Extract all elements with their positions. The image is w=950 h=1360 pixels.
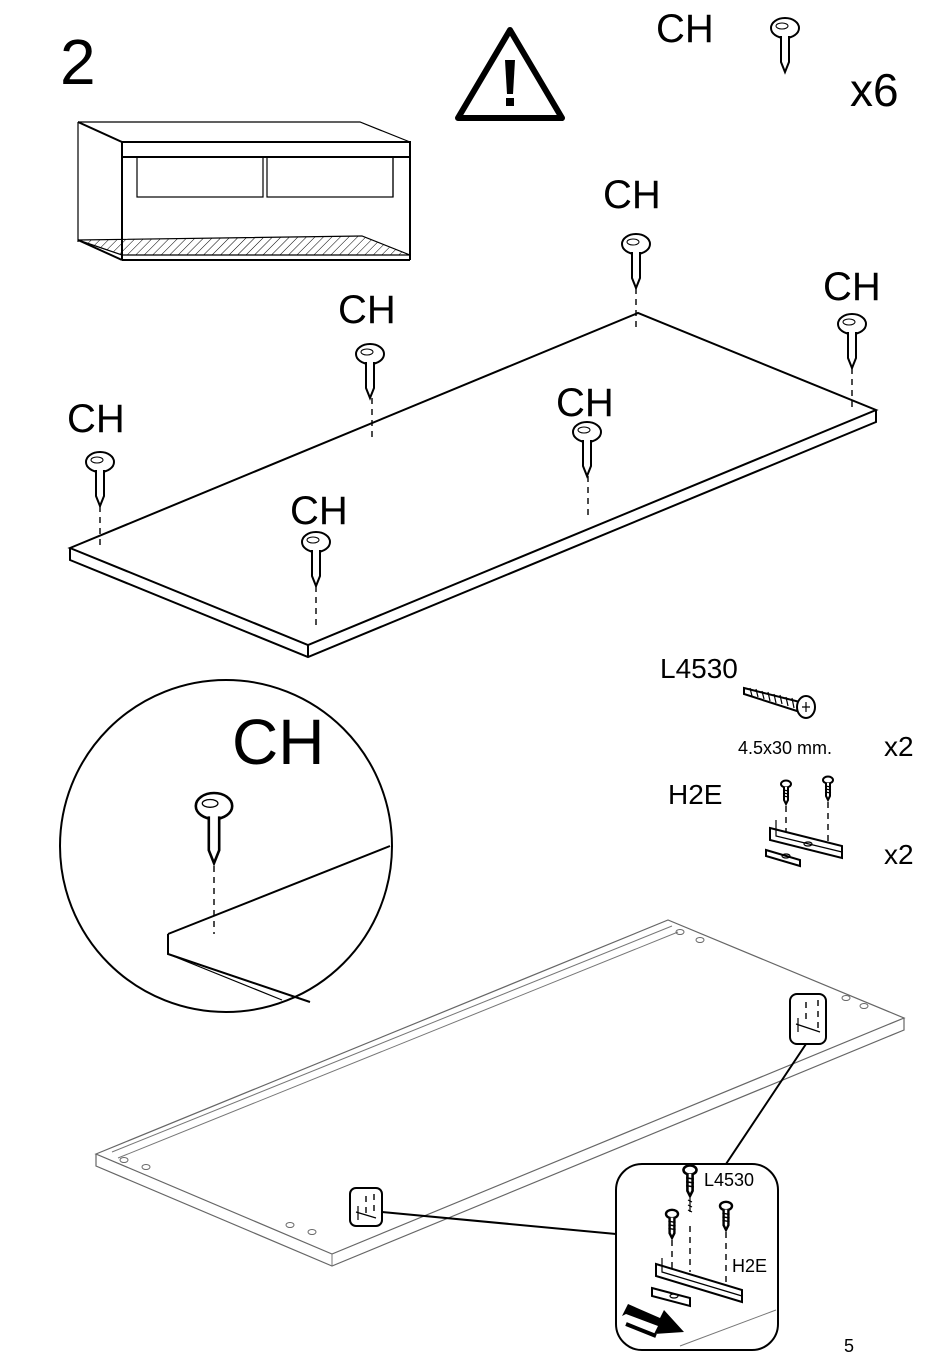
ch-label: CH: [338, 288, 396, 332]
detail-callout: L4530 H2E: [616, 1164, 778, 1350]
part-l4530-size: 4.5x30 mm.: [738, 738, 832, 758]
ch-label: CH: [67, 397, 125, 441]
part-ch-code: CH: [656, 7, 714, 51]
part-ch-quantity: x6: [850, 64, 899, 116]
page-number: 5: [844, 1336, 854, 1356]
ch-pin-right: CH: [823, 265, 881, 410]
ch-pin-left: CH: [67, 397, 125, 548]
screw-icon: [744, 688, 815, 718]
callout-l4530-label: L4530: [704, 1170, 754, 1190]
part-h2e-quantity: x2: [884, 839, 914, 870]
ch-label: CH: [556, 381, 614, 425]
bracket-icon: [766, 777, 842, 867]
callout-h2e-label: H2E: [732, 1256, 767, 1276]
step-number: 2: [60, 26, 96, 98]
part-h2e-code: H2E: [668, 779, 722, 810]
ch-label: CH: [290, 489, 348, 533]
warning-triangle-icon: [458, 30, 562, 118]
ch-pin-back-top: CH: [603, 173, 661, 328]
part-l4530-code: L4530: [660, 653, 738, 684]
ch-label: CH: [823, 265, 881, 309]
board-top-panel: [70, 313, 876, 657]
ch-label: CH: [603, 173, 661, 217]
cam-pin-icon: [771, 18, 799, 72]
zoom-detail-circle: CH: [60, 680, 392, 1012]
part-l4530-quantity: x2: [884, 731, 914, 762]
ch-zoom-label: CH: [232, 706, 324, 778]
cabinet-thumbnail: [78, 122, 410, 260]
